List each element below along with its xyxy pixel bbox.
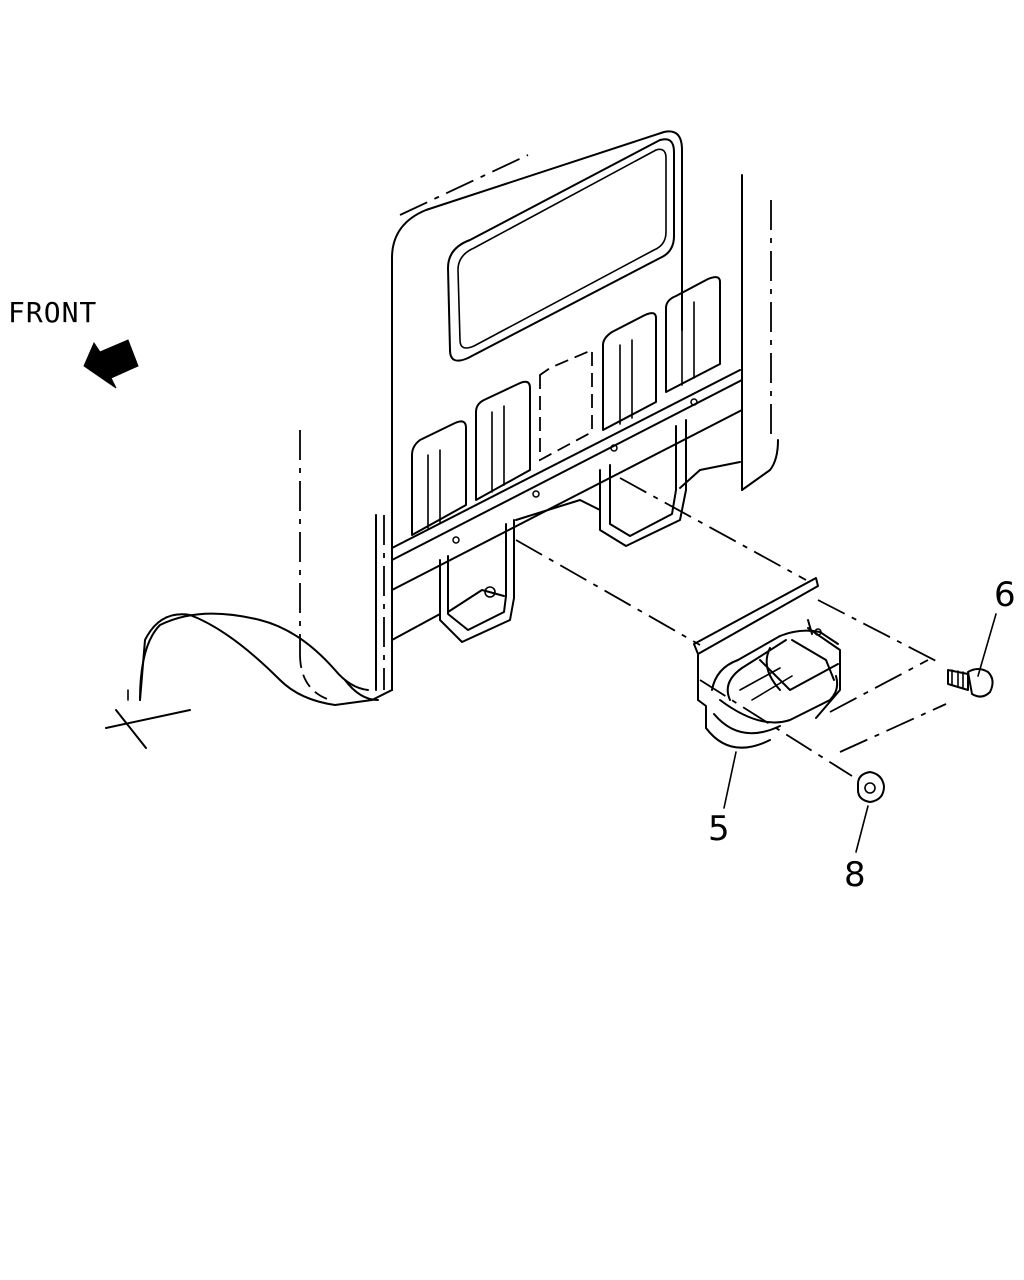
bolt: [947, 668, 994, 698]
leader-lines: [723, 613, 997, 853]
callout-6: 6: [994, 575, 1016, 615]
nut: [857, 771, 885, 803]
cab-rear-panel: [105, 130, 779, 749]
panel-vents: [411, 276, 721, 536]
front-label: FRONT: [8, 296, 97, 329]
callout-5: 5: [708, 809, 730, 849]
callout-8: 8: [844, 855, 866, 895]
assembly-lines: [515, 477, 947, 777]
arrow-up-left-icon: [83, 339, 139, 389]
splash-bracket: [693, 577, 841, 749]
